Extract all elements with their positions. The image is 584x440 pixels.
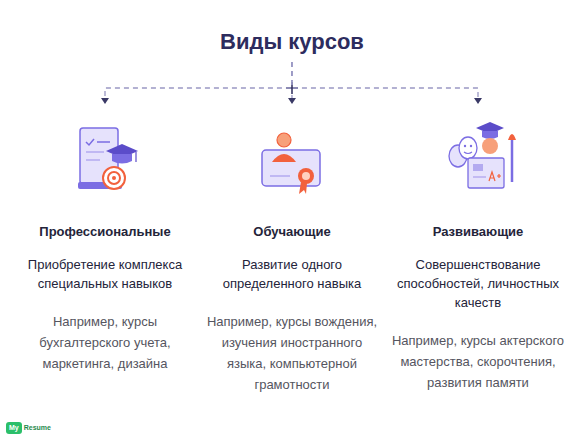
professional-icon <box>78 128 138 189</box>
logo-wordmark: Resume <box>24 423 51 433</box>
dashed-connector <box>101 62 292 104</box>
course-examples: Например, курсы актерского мастерства, с… <box>387 330 569 393</box>
course-heading: Обучающие <box>201 223 383 241</box>
course-examples: Например, курсы бухгалтерского учета, ма… <box>14 311 196 374</box>
learning-icon <box>262 133 320 194</box>
course-summary: Развитие одного определенного навыка <box>201 255 383 293</box>
course-column: ОбучающиеРазвитие одного определенного н… <box>201 105 383 395</box>
developing-icon <box>449 122 516 188</box>
course-heading: Профессиональные <box>14 223 196 241</box>
logo-badge: My <box>6 422 22 434</box>
course-column: РазвивающиеСовершенствование способносте… <box>387 105 569 393</box>
course-examples: Например, курсы вождения, изучения иност… <box>201 311 383 395</box>
title-text: Виды курсов <box>214 26 370 58</box>
course-summary: Приобретение комплекса специальных навык… <box>14 255 196 293</box>
course-column: ПрофессиональныеПриобретение комплекса с… <box>14 105 196 374</box>
brand-logo: MyResume <box>6 421 51 435</box>
course-heading: Развивающие <box>387 223 569 241</box>
dashed-connector <box>292 62 482 104</box>
course-summary: Совершенствование способностей, личностн… <box>387 255 569 312</box>
title-heading: Виды курсов <box>214 26 370 58</box>
